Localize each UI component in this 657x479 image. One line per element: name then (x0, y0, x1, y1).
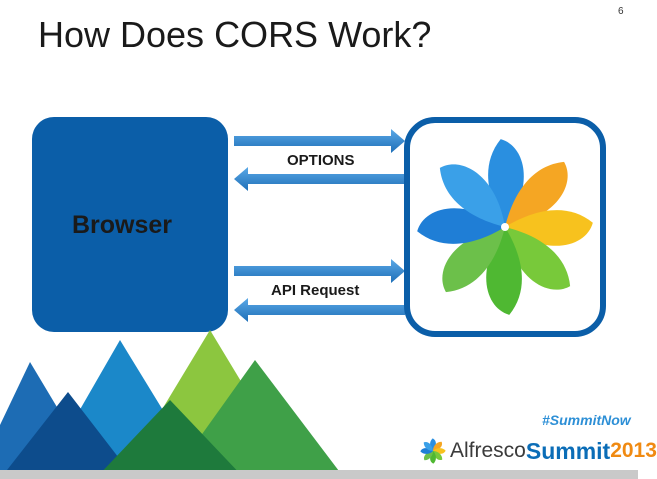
browser-label: Browser (72, 211, 173, 239)
api-arrow-right (234, 259, 405, 283)
alfresco-flower-icon (417, 139, 593, 315)
options-arrow-left (234, 167, 405, 191)
slide-number: 6 (618, 6, 624, 17)
options-label: OPTIONS (287, 152, 355, 169)
slide-title: How Does CORS Work? (38, 14, 432, 55)
logo-text-year: 2013 (610, 439, 657, 462)
mountain-decoration (0, 330, 638, 479)
options-arrow-right (234, 129, 405, 153)
logo-text-summit: Summit (525, 437, 611, 464)
alfresco-summit-logo: Alfresco Summit 2013 (420, 436, 657, 466)
browser-box (32, 117, 228, 332)
api-arrow-left (234, 298, 405, 322)
api-request-label: API Request (271, 282, 360, 299)
logo-text-alfresco: Alfresco (450, 439, 526, 462)
alfresco-flower-icon (420, 438, 446, 464)
server-logo (404, 117, 606, 337)
request-arrows (234, 129, 405, 322)
hashtag-text: #SummitNow (542, 412, 631, 428)
